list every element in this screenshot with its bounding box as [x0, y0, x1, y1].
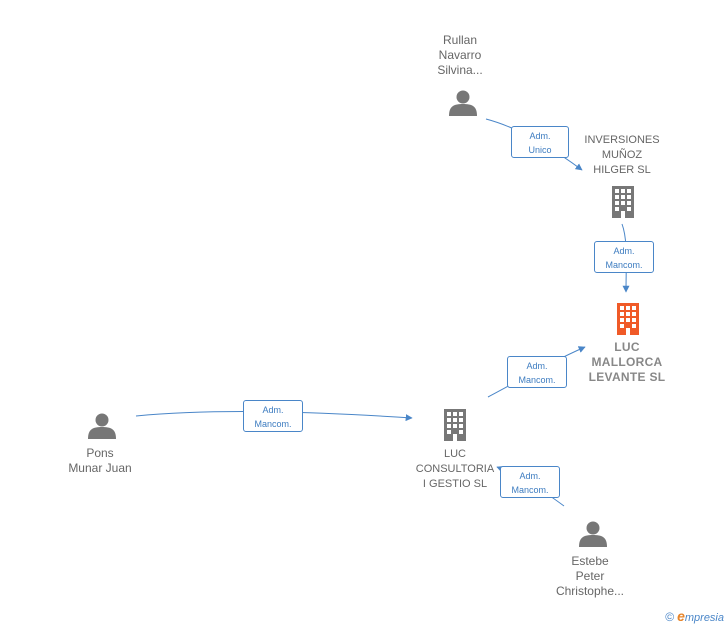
relation-line: Mancom. [511, 485, 549, 495]
label-line: Pons [86, 446, 114, 460]
node-label-estebe[interactable]: Estebe Peter Christophe... [540, 554, 640, 599]
label-line: LUC [614, 340, 640, 354]
relation-line: Mancom. [254, 419, 292, 429]
node-label-inversiones[interactable]: INVERSIONES MUÑOZ HILGER SL [567, 133, 677, 178]
label-line: Rullan [442, 33, 478, 47]
relation-badge-rullan-inversiones[interactable]: Adm. Unico [511, 126, 569, 158]
label-line: LEVANTE SL [588, 370, 666, 384]
node-label-luc-consultoria[interactable]: LUC CONSULTORIA I GESTIO SL [400, 447, 510, 492]
relation-line: Adm. [526, 361, 548, 371]
node-label-luc-mallorca[interactable]: LUC MALLORCA LEVANTE SL [571, 340, 683, 385]
relation-badge-pons-luc-consultoria[interactable]: Adm. Mancom. [243, 400, 303, 432]
node-label-rullan[interactable]: Rullan Navarro Silvina... [410, 33, 510, 78]
label-line: Estebe [571, 554, 609, 568]
relation-line: Mancom. [605, 260, 643, 270]
label-line: MUÑOZ [601, 149, 643, 161]
relation-line: Adm. [519, 471, 541, 481]
label-line: Peter [575, 569, 605, 583]
label-line: I GESTIO SL [422, 478, 488, 490]
copyright-symbol: © [665, 610, 675, 624]
label-line: MALLORCA [591, 355, 663, 369]
brand-name: mpresia [684, 612, 724, 624]
label-line: INVERSIONES [584, 134, 660, 146]
label-line: LUC [443, 448, 466, 460]
person-icon-pons[interactable] [88, 413, 116, 440]
building-icon-inversiones[interactable] [612, 186, 634, 218]
relation-line: Adm. [262, 405, 284, 415]
person-icon-rullan[interactable] [449, 90, 477, 117]
label-line: Munar Juan [68, 461, 132, 475]
relation-line: Mancom. [518, 375, 556, 385]
brand-initial: e [677, 608, 685, 624]
label-line: Navarro [438, 48, 482, 62]
building-icon-luc-consultoria[interactable] [444, 409, 466, 441]
brand-logo: ©empresia [665, 608, 724, 624]
relation-badge-estebe-luc-consultoria[interactable]: Adm. Mancom. [500, 466, 560, 498]
relation-badge-inversiones-luc-mallorca[interactable]: Adm. Mancom. [594, 241, 654, 273]
building-icon-luc-mallorca[interactable] [617, 303, 639, 335]
person-icon-estebe[interactable] [579, 521, 607, 548]
label-line: CONSULTORIA [415, 463, 495, 475]
node-label-pons[interactable]: Pons Munar Juan [50, 446, 150, 476]
label-line: HILGER SL [593, 164, 651, 176]
relation-badge-luc-consultoria-luc-mallorca[interactable]: Adm. Mancom. [507, 356, 567, 388]
label-line: Silvina... [437, 63, 483, 77]
relation-line: Unico [528, 145, 552, 155]
label-line: Christophe... [555, 584, 625, 598]
relation-line: Adm. [529, 131, 551, 141]
relation-line: Adm. [613, 246, 635, 256]
